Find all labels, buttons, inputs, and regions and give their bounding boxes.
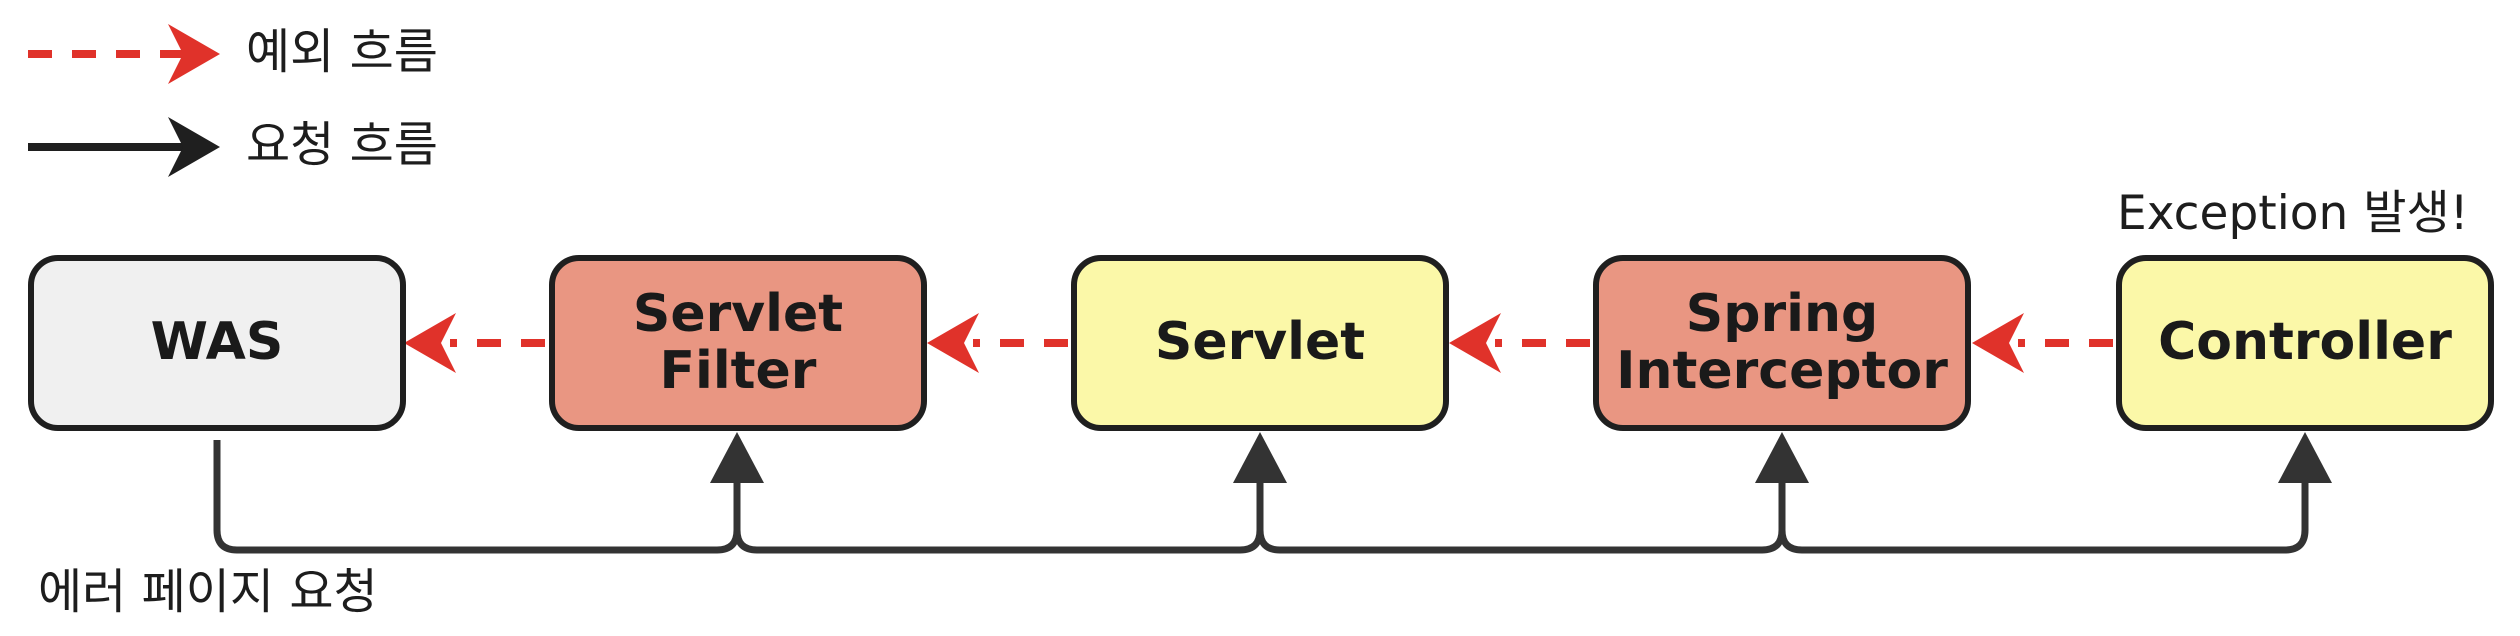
legend-exception-label: 예외 흐름: [246, 24, 438, 80]
was-node: WAS: [28, 255, 406, 431]
request-path-interceptor-to-controller: [1778, 468, 2309, 554]
request-arrowhead-controller: [2278, 432, 2332, 483]
request-arrowhead-interceptor: [1755, 432, 1809, 483]
exception-arrow-controller-to-interceptor: [1972, 313, 2113, 373]
was-label: WAS: [150, 312, 284, 373]
controller-node: Controller: [2116, 255, 2494, 431]
exception-arrow-filter-to-was: [404, 313, 545, 373]
legend-request-arrow: [28, 117, 220, 177]
request-arrowhead-servlet: [1233, 432, 1287, 483]
controller-label: Controller: [2158, 312, 2452, 373]
spring-interceptor-node: Spring Interceptor: [1593, 255, 1971, 431]
request-arrowhead-filter: [710, 432, 764, 483]
request-path-filter-to-servlet: [733, 468, 1264, 554]
error-page-request-note: 에러 페이지 요청: [38, 564, 378, 620]
spring-interceptor-label: Spring Interceptor: [1616, 283, 1948, 401]
request-path-was-to-filter: [213, 440, 741, 554]
servlet-node: Servlet: [1071, 255, 1449, 431]
exception-occurred-note: Exception 발생!: [2117, 186, 2469, 241]
request-path-servlet-to-interceptor: [1256, 468, 1786, 554]
exception-arrow-servlet-to-filter: [927, 313, 1068, 373]
exception-arrow-interceptor-to-servlet: [1449, 313, 1590, 373]
legend-exception-arrow: [28, 24, 220, 84]
servlet-filter-label: Servlet Filter: [632, 283, 844, 401]
legend-request-label: 요청 흐름: [246, 117, 438, 173]
servlet-label: Servlet: [1154, 312, 1366, 373]
servlet-filter-node: Servlet Filter: [549, 255, 927, 431]
